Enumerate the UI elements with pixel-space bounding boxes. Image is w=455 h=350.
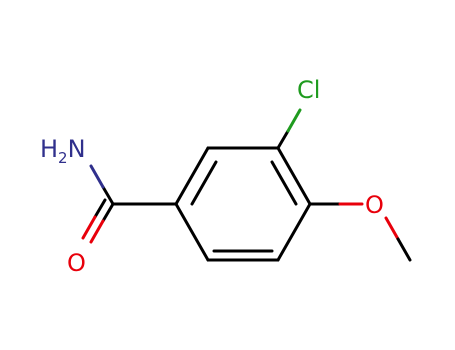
- bond-carbon-nitrogen-blue: [89, 164, 105, 189]
- ring-bond-c3-c4: [276, 146, 312, 206]
- bond-oxygen-methyl-black: [396, 237, 412, 262]
- ring-bond-c4-c5: [276, 202, 312, 262]
- ring-inner-bond-c1-c2: [190, 160, 218, 206]
- amine-group-label: H2N: [40, 135, 86, 167]
- amide-bonds: [81, 164, 178, 244]
- bond-oxygen-methyl-red: [384, 216, 400, 241]
- methoxy-bonds: [308, 202, 412, 262]
- amine-hydrogen-count: 2: [58, 149, 68, 167]
- chloro-bond: [276, 108, 302, 150]
- carbonyl-oxygen-label: O: [67, 249, 86, 277]
- bond-ring-chlorine-black: [276, 129, 290, 150]
- amine-hydrogen-label: H: [40, 135, 58, 163]
- bond-carbonyl-b-black: [93, 198, 107, 219]
- ring-inner-bond-c3-c4: [270, 160, 298, 206]
- bond-carbonyl-a-red: [89, 219, 105, 244]
- bond-ring-chlorine-green: [286, 108, 302, 133]
- bond-carbonyl-a-black: [101, 202, 115, 223]
- ring-bond-c6-c1: [174, 202, 210, 262]
- amine-nitrogen-label: N: [68, 135, 86, 163]
- methoxy-oxygen-label: O: [365, 191, 384, 219]
- chlorine-label: Cl: [297, 76, 320, 104]
- ring-bond-c1-c2: [174, 146, 210, 206]
- bond-carbon-nitrogen-black: [101, 185, 115, 206]
- bond-carbonyl-b-red: [81, 215, 97, 240]
- benzene-ring: [174, 146, 312, 262]
